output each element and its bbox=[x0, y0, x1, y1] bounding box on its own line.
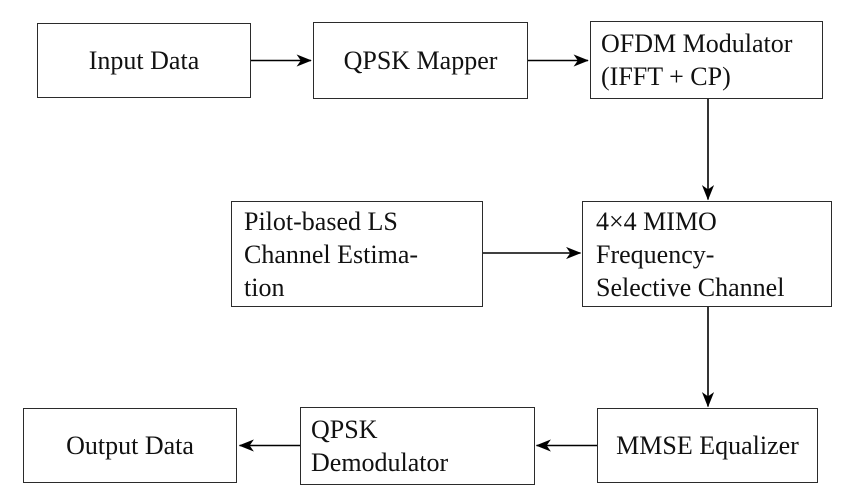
node-pilot-estimation: Pilot-based LS Channel Estima- tion bbox=[231, 201, 483, 307]
node-output-data: Output Data bbox=[23, 408, 237, 483]
node-mimo-channel-line1: 4×4 MIMO bbox=[596, 206, 717, 236]
node-input-data: Input Data bbox=[37, 23, 251, 98]
node-qpsk-demodulator-line1: QPSK bbox=[311, 415, 378, 444]
node-mimo-channel-line3: Selective Channel bbox=[596, 272, 785, 302]
node-mimo-channel: 4×4 MIMO Frequency- Selective Channel bbox=[582, 201, 832, 307]
node-mmse-equalizer-label: MMSE Equalizer bbox=[616, 431, 799, 460]
node-qpsk-mapper-label: QPSK Mapper bbox=[343, 46, 498, 75]
node-ofdm-modulator-line2: (IFFT + CP) bbox=[601, 62, 731, 91]
node-qpsk-demodulator: QPSK Demodulator bbox=[300, 407, 535, 485]
node-ofdm-modulator-line1: OFDM Modulator bbox=[601, 29, 793, 58]
node-mmse-equalizer: MMSE Equalizer bbox=[597, 408, 818, 483]
node-ofdm-modulator: OFDM Modulator (IFFT + CP) bbox=[590, 21, 823, 99]
node-pilot-estimation-line2-left: Channel bbox=[244, 239, 331, 269]
node-input-data-label: Input Data bbox=[88, 46, 200, 75]
node-qpsk-demodulator-line2: Demodulator bbox=[311, 448, 449, 477]
node-pilot-estimation-line2-right: Estima- bbox=[337, 239, 419, 269]
node-qpsk-mapper: QPSK Mapper bbox=[313, 22, 528, 99]
node-mimo-channel-line2: Frequency- bbox=[596, 239, 715, 269]
node-pilot-estimation-line3: tion bbox=[244, 272, 285, 302]
node-pilot-estimation-line2: Channel Estima- bbox=[244, 238, 472, 271]
node-output-data-label: Output Data bbox=[66, 431, 194, 460]
node-pilot-estimation-line1: Pilot-based LS bbox=[244, 206, 398, 236]
